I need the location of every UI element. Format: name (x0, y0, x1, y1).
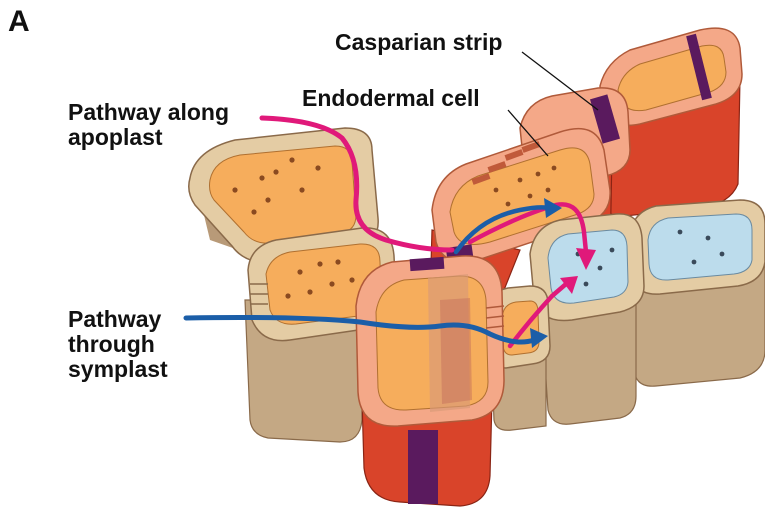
apoplast-label-line-1: Pathway along (68, 100, 229, 125)
apoplast-pathway-label: Pathway along apoplast (68, 100, 229, 150)
apoplast-label-line-2: apoplast (68, 125, 229, 150)
pericycle-cell-right (630, 200, 765, 386)
panel-letter: A (8, 6, 30, 38)
symplast-pathway-label: Pathway through symplast (68, 307, 168, 382)
symplast-label-line-3: symplast (68, 357, 168, 382)
endodermal-cell-label: Endodermal cell (302, 86, 480, 111)
symplast-label-line-2: through (68, 332, 168, 357)
symplast-label-line-1: Pathway (68, 307, 168, 332)
casparian-strip-label: Casparian strip (335, 30, 502, 55)
endodermal-cell-front (356, 256, 504, 506)
